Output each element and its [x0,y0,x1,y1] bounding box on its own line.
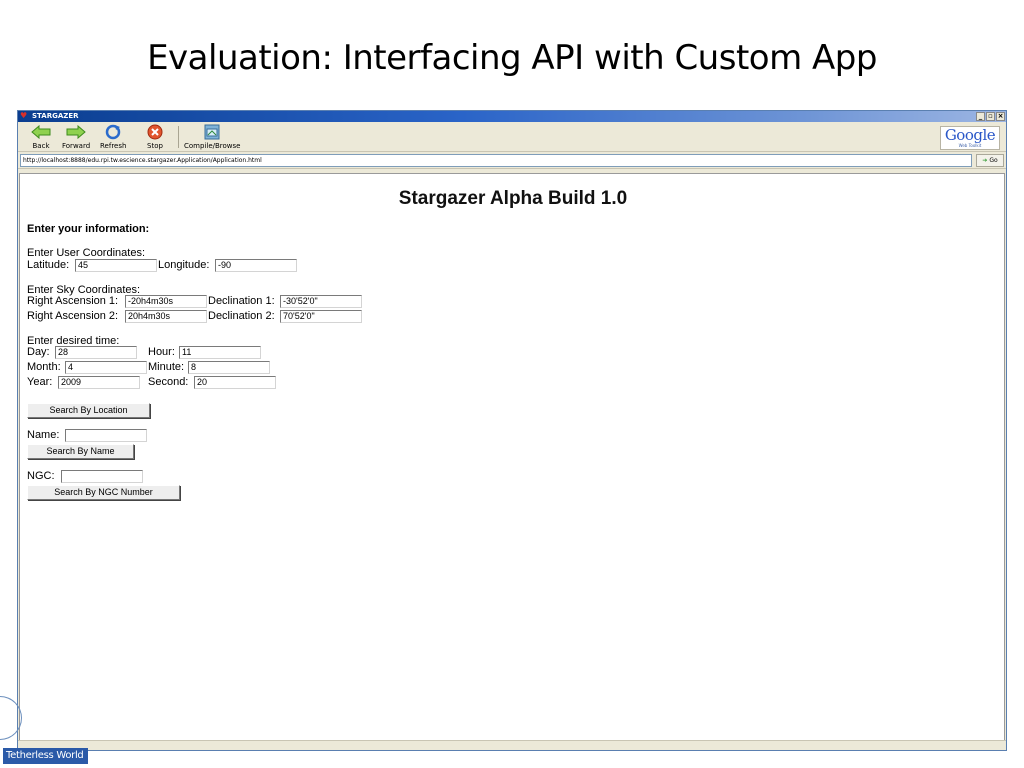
forward-arrow-icon [65,124,87,140]
declination-1-field[interactable]: -30'52'0" [280,295,362,308]
month-label: Month: [27,361,61,373]
stop-label: Stop [147,142,163,150]
maximize-button[interactable]: ▫ [986,112,995,121]
year-label: Year: [27,376,53,388]
stargazer-window: ♥ STARGAZER _ ▫ × Back Forward Refresh [17,110,1007,751]
refresh-icon [102,124,124,140]
forward-label: Forward [62,142,91,150]
window-controls: _ ▫ × [976,112,1005,121]
footer-logo: Tetherless World [3,748,88,764]
refresh-label: Refresh [100,142,127,150]
user-coordinates-label: Enter User Coordinates: [27,247,145,259]
google-web-toolkit-logo: Google Web Toolkit [940,126,1000,150]
forward-button[interactable]: Forward [62,124,90,150]
back-arrow-icon [30,124,52,140]
minute-label: Minute: [148,361,185,373]
declination-2-label: Declination 2: [208,310,275,322]
window-titlebar[interactable]: ♥ STARGAZER _ ▫ × [18,111,1006,122]
page-title: Stargazer Alpha Build 1.0 [398,188,628,209]
declination-1-label: Declination 1: [208,295,275,307]
hour-label: Hour: [148,346,175,358]
refresh-button[interactable]: Refresh [100,124,126,150]
latitude-label: Latitude: [27,259,70,271]
compile-label: Compile/Browse [184,142,241,150]
window-title: STARGAZER [32,112,79,120]
app-content: Stargazer Alpha Build 1.0 Enter your inf… [19,173,1005,741]
go-label: Go [989,157,998,164]
day-field[interactable]: 28 [55,346,137,359]
browser-toolbar: Back Forward Refresh Stop Compile/Brows [18,122,1006,152]
second-field[interactable]: 20 [194,376,276,389]
search-by-name-button[interactable]: Search By Name [27,444,134,459]
google-logo-tagline: Web Toolkit [958,143,982,148]
right-ascension-2-field[interactable]: 20h4m30s [125,310,207,323]
day-label: Day: [27,346,50,358]
address-bar: http://localhost:8888/edu.rpi.tw.escienc… [18,152,1006,169]
declination-2-field[interactable]: 70'52'0" [280,310,362,323]
right-ascension-1-field[interactable]: -20h4m30s [125,295,207,308]
close-button[interactable]: × [996,112,1005,121]
name-label: Name: [27,429,60,441]
second-label: Second: [148,376,189,388]
url-input[interactable]: http://localhost:8888/edu.rpi.tw.escienc… [20,154,972,167]
right-ascension-1-label: Right Ascension 1: [27,295,119,307]
compile-icon [201,124,223,140]
search-by-ngc-button[interactable]: Search By NGC Number [27,485,180,500]
right-ascension-2-label: Right Ascension 2: [27,310,119,322]
hour-field[interactable]: 11 [179,346,261,359]
ngc-label: NGC: [27,470,55,482]
go-arrow-icon: ➔ [982,157,988,164]
sky-coordinates-label: Enter Sky Coordinates: [27,284,141,296]
latitude-field[interactable]: 45 [75,259,157,272]
toolbar-separator [178,126,179,148]
longitude-label: Longitude: [158,259,210,271]
stop-button[interactable]: Stop [144,124,166,150]
search-by-location-button[interactable]: Search By Location [27,403,150,418]
name-field[interactable] [65,429,147,442]
back-label: Back [32,142,50,150]
google-logo-text: Google [944,126,996,144]
slide-title: Evaluation: Interfacing API with Custom … [147,38,877,78]
month-field[interactable]: 4 [65,361,147,374]
longitude-field[interactable]: -90 [215,259,297,272]
ngc-field[interactable] [61,470,143,483]
back-button[interactable]: Back [30,124,52,150]
stop-icon [144,124,166,140]
go-button[interactable]: ➔ Go [976,154,1004,167]
minimize-button[interactable]: _ [976,112,985,121]
status-bar [18,740,1006,750]
minute-field[interactable]: 8 [188,361,270,374]
app-icon: ♥ [20,111,28,120]
year-field[interactable]: 2009 [58,376,140,389]
intro-label: Enter your information: [27,223,150,235]
desired-time-label: Enter desired time: [27,335,120,347]
compile-browse-button[interactable]: Compile/Browse [184,124,240,150]
